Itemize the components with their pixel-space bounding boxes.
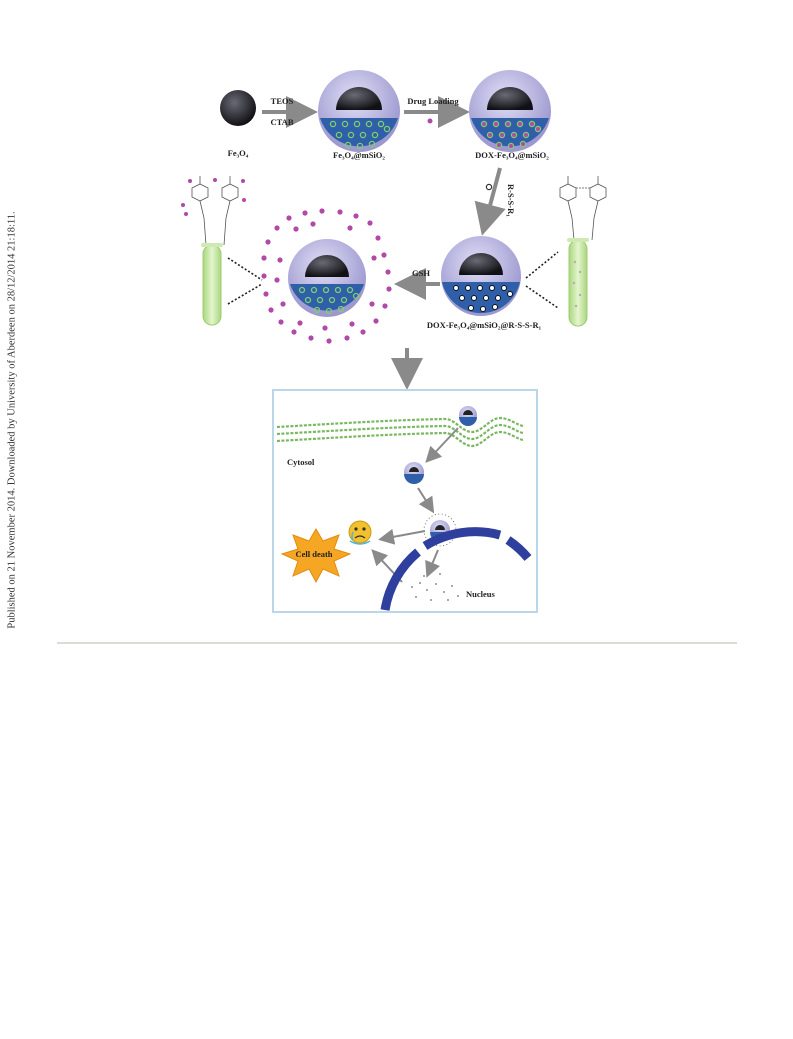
label-fe3o4-msio2: Fe₃O₄@mSiO₂ (333, 150, 385, 160)
label-drug-loading: Drug Loading (407, 96, 459, 106)
arrow-drug-loading (404, 96, 470, 128)
drug-particles-nucleus (411, 573, 459, 601)
particle-entering (459, 406, 477, 426)
dotted-lines-left (227, 257, 263, 305)
nucleus-membrane (380, 527, 532, 611)
drug-dots-molecule-left (181, 178, 246, 216)
particle-endocytosed (404, 462, 424, 484)
arrow-rssr (474, 167, 506, 236)
fe3o4-core (220, 90, 256, 126)
particle-released (288, 239, 366, 317)
molecule-left (191, 176, 239, 246)
arrow-cell-1 (425, 427, 459, 463)
label-dox-fe3o4-msio2: DOX-Fe₃O₄@mSiO₂ (475, 150, 549, 160)
particle-dox-fe3o4-msio2 (469, 70, 551, 152)
particle-fe3o4-msio2 (318, 70, 400, 152)
section-divider (57, 642, 737, 644)
test-tube-right (567, 238, 589, 327)
label-cytosol: Cytosol (287, 457, 315, 467)
sad-face-icon (348, 520, 372, 545)
particle-dox-capped (441, 236, 521, 316)
released-drug-cloud (261, 208, 392, 344)
cell-death-burst (280, 528, 352, 584)
diagram: Fe₃O₄ TEOS CTAB Fe₃O₄@mSiO₂ Drug Loading (181, 70, 607, 613)
label-rssr: R-S-S-R₁ (506, 184, 516, 217)
label-gsh: GSH (412, 268, 430, 278)
label-cell-death: Cell death (295, 549, 332, 559)
dotted-lines-right (525, 251, 559, 309)
molecule-right (559, 176, 607, 241)
label-teos: TEOS (271, 96, 294, 106)
label-nucleus: Nucleus (466, 589, 496, 599)
cell-membrane (276, 416, 525, 448)
label-ctab: CTAB (271, 117, 294, 127)
label-fe3o4: Fe₃O₄ (228, 148, 249, 158)
arrow-cell-2 (417, 487, 435, 514)
label-dox-full: DOX-Fe₃O₄@mSiO₂@R-S-S-R₁ (427, 320, 542, 330)
cell-panel (272, 389, 538, 613)
test-tube-left (201, 243, 223, 326)
